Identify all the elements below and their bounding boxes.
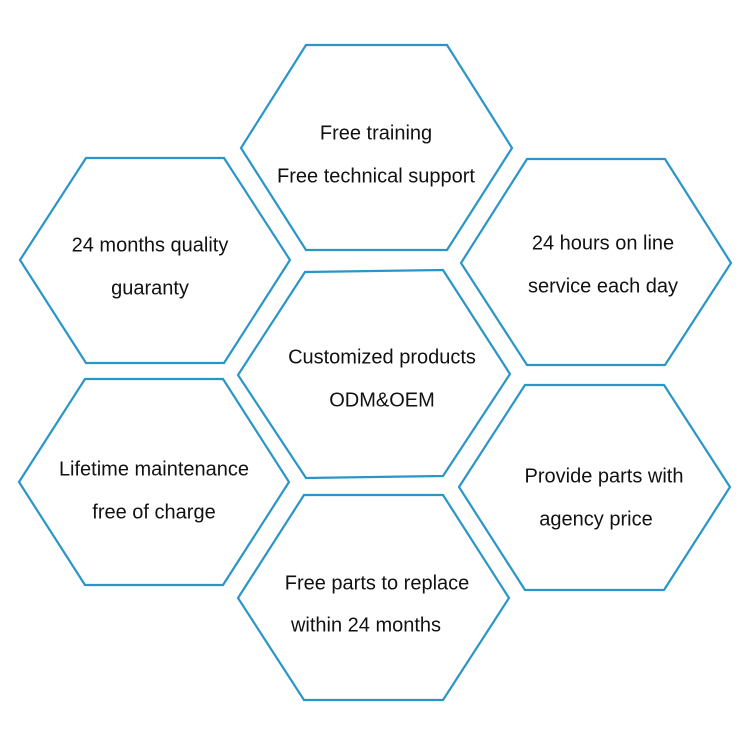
hex-upper-right: 24 hours on line service each day bbox=[459, 157, 733, 367]
hex-lower-left-shape bbox=[17, 377, 291, 587]
hex-lower-left-line-1: Lifetime maintenance bbox=[59, 458, 249, 480]
hex-upper-right-line-2: service each day bbox=[528, 275, 678, 297]
hex-top-shape bbox=[239, 43, 514, 252]
hex-upper-right-shape bbox=[459, 157, 733, 367]
hex-top-line-1: Free training bbox=[320, 122, 432, 144]
hex-top: Free training Free technical support bbox=[239, 43, 514, 252]
hex-upper-left: 24 months quality guaranty bbox=[18, 156, 292, 365]
hex-bottom-line-1: Free parts to replace bbox=[285, 572, 470, 594]
hex-bottom: Free parts to replace within 24 months bbox=[236, 493, 511, 702]
hex-center-line-2: ODM&OEM bbox=[329, 389, 435, 411]
hex-lower-right-shape bbox=[457, 383, 732, 592]
hex-lower-left-line-2: free of charge bbox=[92, 501, 215, 523]
hex-bottom-shape bbox=[236, 493, 511, 702]
hex-upper-left-shape bbox=[18, 156, 292, 365]
hex-upper-left-line-1: 24 months quality bbox=[72, 234, 229, 256]
hex-lower-right-line-1: Provide parts with bbox=[525, 465, 684, 487]
hex-center-shape bbox=[236, 268, 512, 480]
hex-center: Customized products ODM&OEM bbox=[236, 268, 512, 480]
hex-upper-left-line-2: guaranty bbox=[111, 277, 189, 299]
hex-upper-right-line-1: 24 hours on line bbox=[532, 232, 674, 254]
hex-bottom-line-2: within 24 months bbox=[290, 614, 441, 636]
hex-top-line-2: Free technical support bbox=[277, 165, 475, 187]
hex-lower-right: Provide parts with agency price bbox=[457, 383, 732, 592]
hex-center-line-1: Customized products bbox=[288, 346, 476, 368]
hex-lower-right-line-2: agency price bbox=[539, 508, 652, 530]
hex-lower-left: Lifetime maintenance free of charge bbox=[17, 377, 291, 587]
